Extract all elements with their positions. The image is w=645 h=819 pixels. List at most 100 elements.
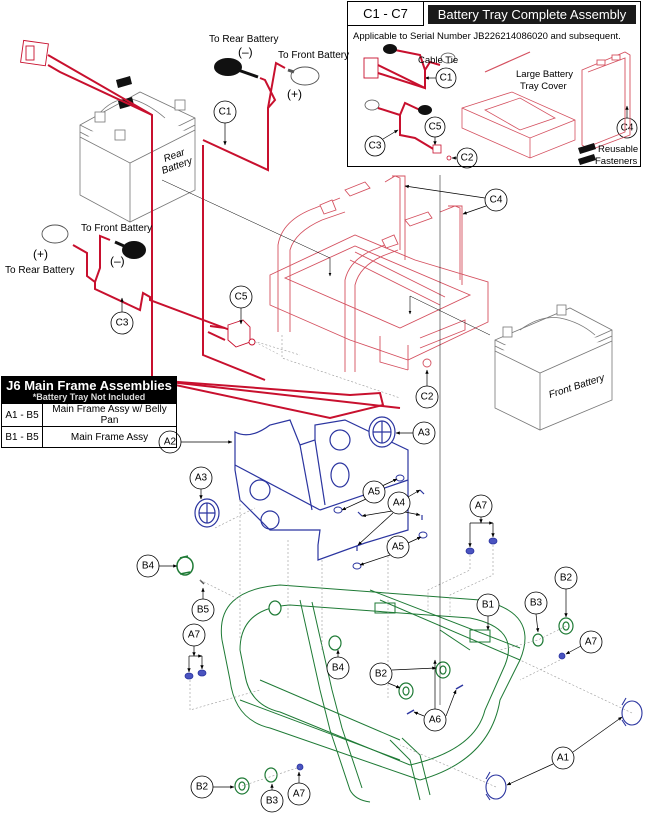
c1-pos-label: (+) <box>287 87 302 101</box>
callout-circle <box>260 789 284 813</box>
callout-circle <box>386 535 410 559</box>
callout-label: B5 <box>197 605 210 616</box>
b2-bearing-mid2 <box>398 682 414 700</box>
callout-leader-c4 <box>462 205 487 215</box>
table-subtitle: *Battery Tray Not Included <box>32 392 146 402</box>
row-code: B1 - B5 <box>1 426 43 448</box>
callout-circle <box>579 630 603 654</box>
callout-label: A1 <box>557 753 570 764</box>
kit-header: C1 - C7 Battery Tray Complete Assembly <box>348 2 640 26</box>
a7-caps <box>184 537 566 771</box>
b4-bushing-left <box>176 555 194 576</box>
reusable-fastener-icon <box>116 76 132 88</box>
callout-label: C5 <box>235 292 248 303</box>
table-title: J6 Main Frame Assemblies <box>6 378 172 393</box>
callout-label: B4 <box>142 561 155 572</box>
callout-circle <box>189 466 213 490</box>
callout-circle <box>423 708 447 732</box>
callout-b4a: B4 <box>136 554 160 578</box>
callout-kc1: C1 <box>435 67 457 89</box>
callout-leader-b3a <box>535 613 540 633</box>
kit-cable-tie-icon <box>484 51 531 73</box>
callout-circle <box>476 593 500 617</box>
callout-label: B2 <box>196 782 209 793</box>
callout-leader-b2b <box>387 682 401 689</box>
callout-leader-a5b <box>407 536 422 544</box>
callout-circle <box>484 188 508 212</box>
callout-a1: A1 <box>551 746 575 770</box>
c1-to-rear-label: To Rear Battery <box>209 34 278 45</box>
callout-label: A5 <box>368 487 381 498</box>
a4-screws <box>356 489 425 551</box>
callout-label: B2 <box>375 669 388 680</box>
c2-bushing <box>422 358 432 368</box>
front-battery <box>494 304 613 431</box>
c3-to-rear-label: To Rear Battery <box>5 265 74 276</box>
callout-b2c: B2 <box>190 775 214 799</box>
a6-screws <box>406 684 464 715</box>
callout-kc2: C2 <box>456 147 478 169</box>
kit-c3-cable-icon <box>364 99 452 161</box>
callout-circle <box>364 135 386 157</box>
callout-label: C4 <box>490 195 503 206</box>
c1-neg-label: (–) <box>238 45 253 59</box>
callout-leader-a4 <box>361 510 393 518</box>
a1-end-cap-lower <box>485 771 507 801</box>
callout-b2a: B2 <box>554 566 578 590</box>
callout-circle <box>326 656 350 680</box>
callout-circle <box>415 385 439 409</box>
callout-a7c: A7 <box>579 630 603 654</box>
callout-circle <box>287 782 311 806</box>
callout-label: C2 <box>461 153 474 164</box>
battery-tray-kit-box: C1 - C7 Battery Tray Complete Assembly A… <box>347 1 641 167</box>
callout-label: C3 <box>369 141 382 152</box>
kit-reusable-fastener-icon <box>578 143 596 154</box>
callout-a6: A6 <box>423 708 447 732</box>
callout-b3a: B3 <box>524 591 548 615</box>
callout-a3b: A3 <box>189 466 213 490</box>
callout-label: B3 <box>530 598 543 609</box>
callout-circle <box>191 598 215 622</box>
hidden-lines-tray <box>249 335 401 399</box>
callout-leader-a4 <box>404 511 421 516</box>
callout-a7a: A7 <box>469 494 493 518</box>
leader-line <box>161 179 331 259</box>
a5-washers <box>333 474 428 570</box>
callout-label: C4 <box>621 123 634 134</box>
callout-leader-a6 <box>413 711 425 717</box>
row-description: Main Frame Assy <box>42 426 177 448</box>
a3-grommet-right <box>368 416 396 448</box>
b4-bushing-frame <box>268 600 282 616</box>
callout-c2: C2 <box>415 385 439 409</box>
callout-label: C1 <box>440 73 453 84</box>
c1-positive-terminal <box>287 66 320 86</box>
callout-circle <box>136 554 160 578</box>
callout-c5: C5 <box>229 285 253 309</box>
callout-label: B2 <box>560 573 573 584</box>
b2-bearing-mid1 <box>435 661 451 679</box>
callout-circle <box>412 421 436 445</box>
callout-label: A6 <box>429 715 442 726</box>
callout-circle <box>554 566 578 590</box>
callout-circle <box>524 591 548 615</box>
callout-circle <box>387 491 411 515</box>
callout-leader-kc3 <box>382 129 399 140</box>
kit-reusable-label: Reusable <box>598 144 639 155</box>
cable-c1 <box>47 54 401 409</box>
b3-bushing-right <box>532 633 544 647</box>
callout-a7d: A7 <box>287 782 311 806</box>
c3-neg-label: (–) <box>110 254 125 268</box>
callout-label: A4 <box>393 498 406 509</box>
callout-b3b: B3 <box>260 789 284 813</box>
kit-tray-cover-label-1: Large Battery <box>516 69 574 80</box>
leader-line <box>409 295 491 336</box>
callout-label: C5 <box>429 122 442 133</box>
c3-negative-terminal <box>114 240 146 259</box>
cable-loop <box>151 379 385 420</box>
callout-circle <box>551 746 575 770</box>
callout-label: A3 <box>195 473 208 484</box>
callout-c1: C1 <box>213 100 237 124</box>
callout-label: A7 <box>585 637 598 648</box>
callout-circle <box>110 311 134 335</box>
